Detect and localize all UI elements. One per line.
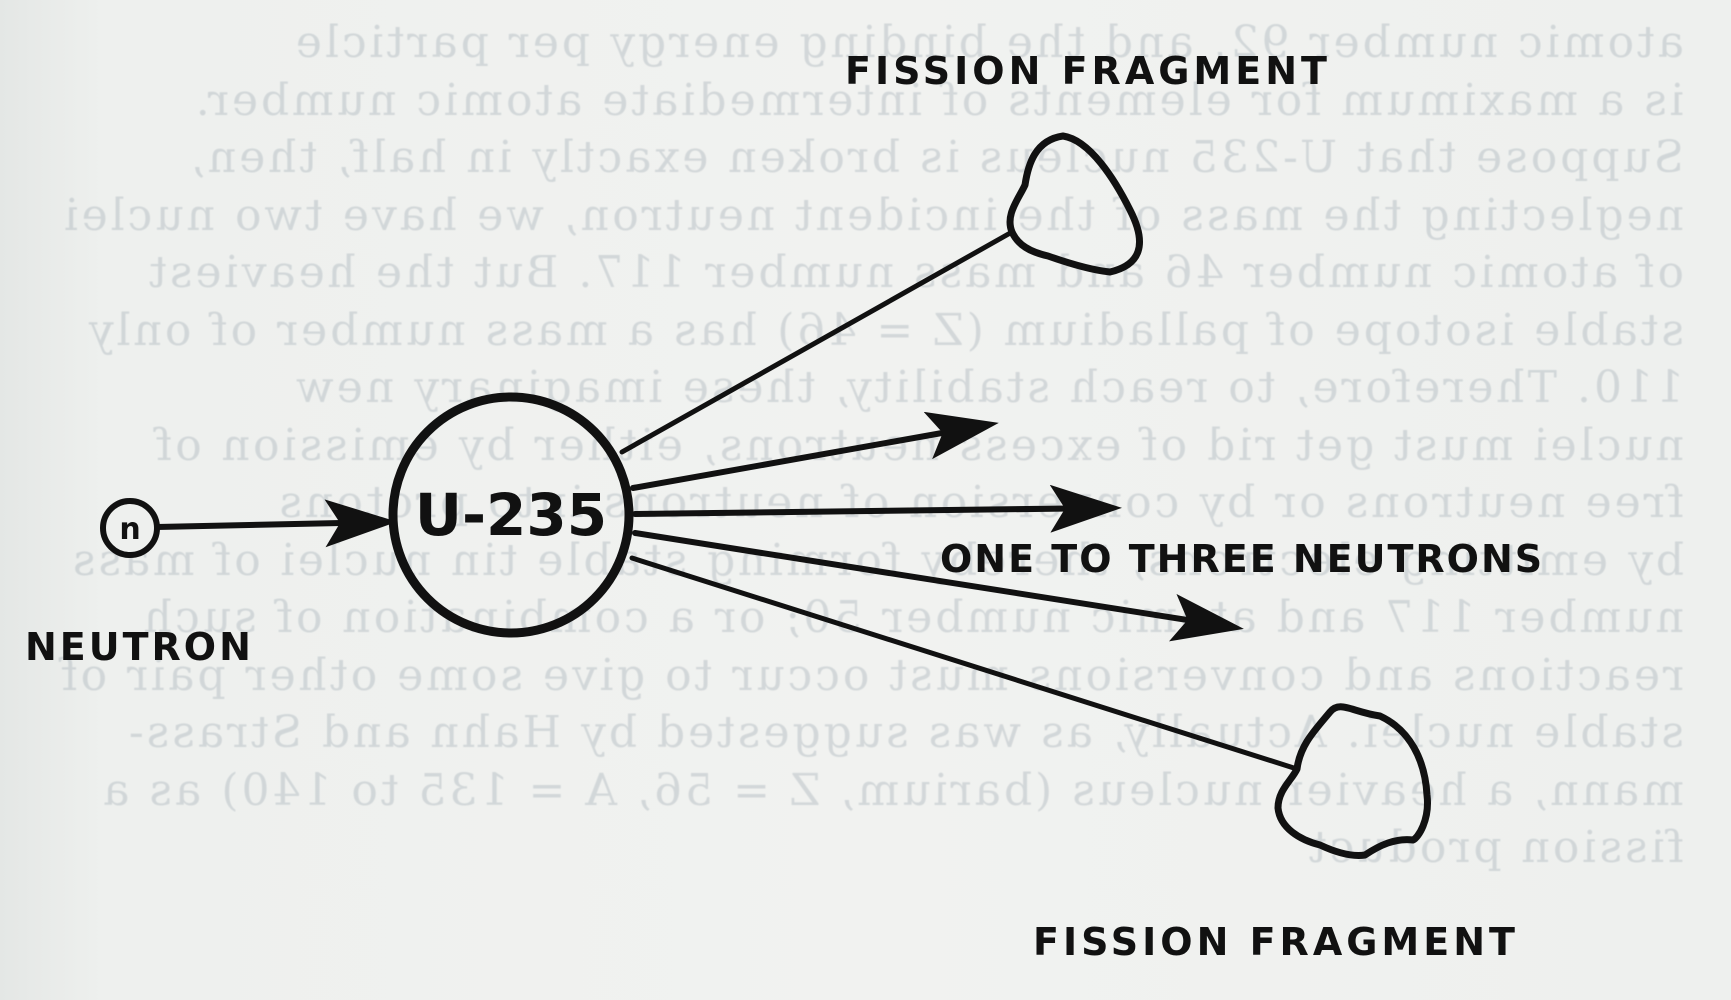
- neutron-out-2-arrow: [632, 484, 1122, 533]
- to-fragment-top-line: [619, 229, 1015, 455]
- to-fragment-bottom-line: [629, 555, 1300, 772]
- neutron-out-3-arrow: [632, 530, 1244, 642]
- nucleus-label: U-235: [415, 481, 607, 549]
- neutrons-out-label: ONE TO THREE NEUTRONS: [940, 537, 1544, 581]
- fission-fragment-top-icon: [1006, 132, 1143, 276]
- neutron-circle-icon: [100, 498, 160, 558]
- fission-fragment-bottom-label: FISSION FRAGMENT: [1033, 920, 1519, 964]
- reaction-arrows: [154, 229, 1300, 772]
- neutron-label: NEUTRON: [25, 625, 254, 669]
- fission-fragment-top-label: FISSION FRAGMENT: [845, 49, 1331, 93]
- neutron-symbol: n: [119, 512, 140, 547]
- neutron-out-1-arrow: [630, 411, 999, 491]
- incoming-neutron-arrow: [154, 499, 397, 548]
- neutron-particle: n: [100, 498, 160, 558]
- fission-fragment-bottom-icon: [1274, 703, 1431, 859]
- nucleus-circle-icon: [388, 392, 634, 638]
- u235-nucleus: U-235: [388, 392, 634, 638]
